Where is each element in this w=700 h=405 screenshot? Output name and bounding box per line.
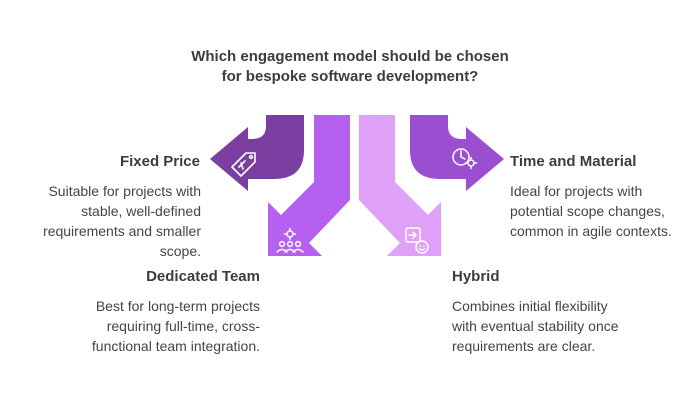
price-tag-icon [231,152,256,177]
clock-gear-icon [452,148,478,170]
dedicated-team-description: Best for long-term projects requiring fu… [91,298,260,354]
fixed-price-description: Suitable for projects with stable, well-… [43,183,201,259]
time-material-title: Time and Material [510,153,637,170]
flexible-schedule-icon [405,227,429,254]
hybrid-description: Combines initial flexibility with eventu… [452,298,619,354]
fixed-price-title: Fixed Price [119,153,200,170]
time-material-arrow [410,115,504,191]
hybrid-title: Hybrid [452,268,500,285]
fixed-price-arrow [210,115,304,191]
diagram-question: Which engagement model should be chosen … [191,48,509,85]
hybrid-arrow [359,115,441,256]
time-material-description: Ideal for projects with potential scope … [510,183,672,239]
dedicated-team-arrow [268,115,350,256]
team-gear-icon [276,227,304,253]
dedicated-team-title: Dedicated Team [146,268,260,285]
